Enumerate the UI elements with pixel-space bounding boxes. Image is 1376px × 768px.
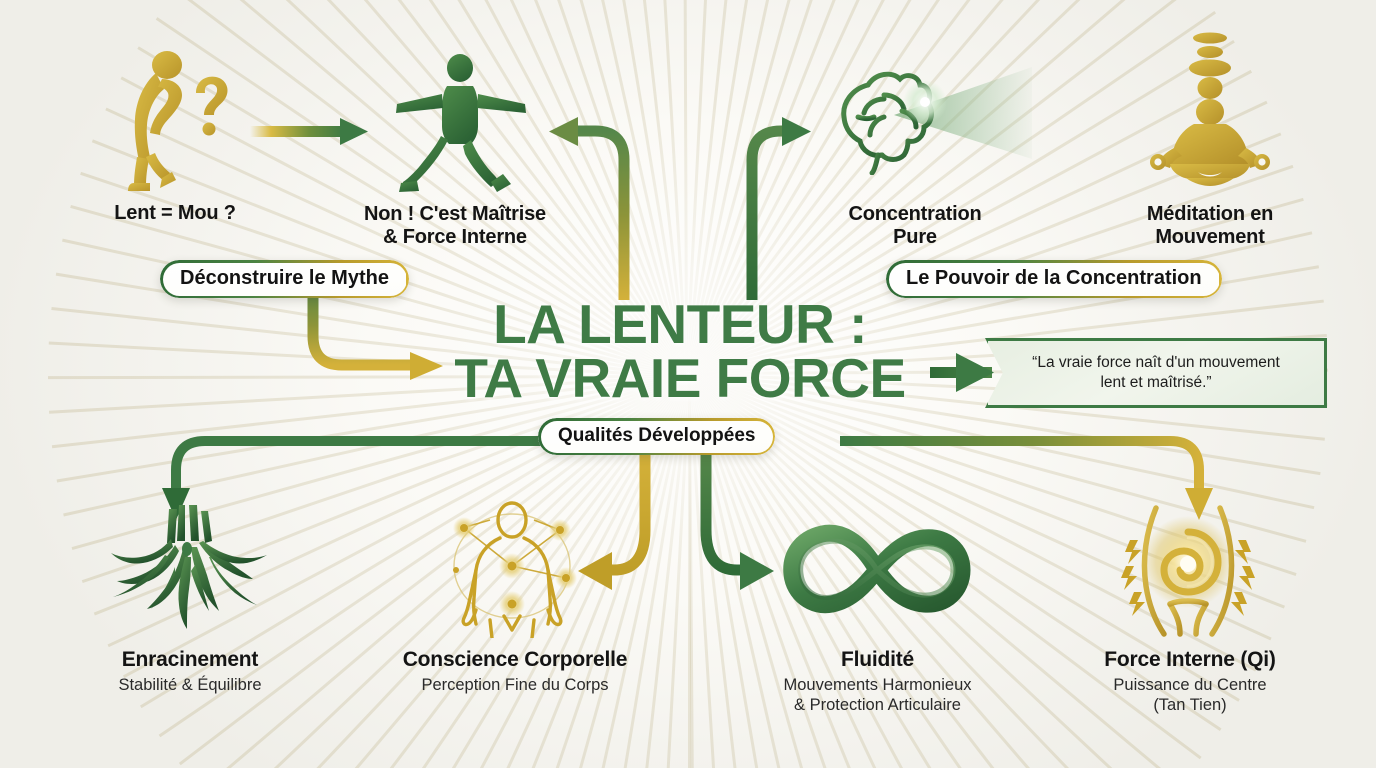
quality-force-interne: Force Interne (Qi) Puissance du Centre (…: [1050, 648, 1330, 716]
page-title: LA LENTEUR : TA VRAIE FORCE: [400, 293, 960, 410]
quality-fluidite: Fluidité Mouvements Harmonieux & Protect…: [715, 648, 1040, 716]
warrior-pose-icon: [385, 50, 535, 195]
quality-fluidite-sub-line2: & Protection Articulaire: [794, 696, 961, 715]
quality-force-interne-label: Force Interne (Qi): [1104, 648, 1276, 671]
pill-qualites-developpees[interactable]: Qualités Développées: [538, 418, 776, 455]
meditation-stacked-stones-icon: [1140, 28, 1280, 188]
pill-pouvoir-label: Le Pouvoir de la Concentration: [906, 267, 1202, 289]
quality-enracinement-sub-line1: Stabilité & Équilibre: [118, 676, 262, 695]
quality-force-interne-sub-line2: (Tan Tien): [1153, 696, 1227, 715]
brain-focus-beam-icon: [832, 55, 1052, 176]
stooped-old-man-icon: [110, 45, 240, 195]
node-concentration-label-line2: Pure: [893, 226, 937, 249]
pill-deconstruire-label: Déconstruire le Mythe: [180, 267, 389, 289]
node-meditation-label-line2: Mouvement: [1155, 226, 1265, 249]
node-meditation-label-line1: Méditation en: [1146, 203, 1274, 225]
node-concentration-label-line1: Concentration: [848, 203, 982, 225]
pill-qualites-label: Qualités Développées: [558, 425, 756, 446]
page-title-line1: LA LENTEUR :: [493, 293, 867, 355]
infinity-ribbon-icon: [782, 520, 972, 620]
quality-force-interne-sub-line1: Puissance du Centre: [1113, 676, 1267, 695]
pill-le-pouvoir-de-la-concentration[interactable]: Le Pouvoir de la Concentration: [886, 260, 1222, 298]
node-maitrise-label-line1: Non ! C'est Maîtrise: [364, 203, 546, 225]
page-title-line2: TA VRAIE FORCE: [454, 347, 906, 410]
quality-conscience-label: Conscience Corporelle: [402, 648, 628, 671]
quote-text: “La vraie force naît d'un mouvement lent…: [1032, 353, 1280, 391]
quote-ribbon: “La vraie force naît d'un mouvement lent…: [985, 338, 1327, 408]
tree-roots-icon: [105, 505, 280, 630]
node-lent-mou-label: Lent = Mou ?: [114, 202, 236, 224]
quality-conscience-corporelle: Conscience Corporelle Perception Fine du…: [360, 648, 670, 695]
pill-deconstruire-le-mythe[interactable]: Déconstruire le Mythe: [160, 260, 409, 298]
node-maitrise: Non ! C'est Maîtrise & Force Interne: [330, 203, 580, 249]
body-awareness-nodes-icon: [430, 498, 595, 640]
quality-fluidite-label: Fluidité: [840, 648, 915, 671]
node-lent-mou: Lent = Mou ?: [60, 202, 290, 225]
quality-fluidite-sub-line1: Mouvements Harmonieux: [783, 676, 972, 695]
node-maitrise-label-line2: & Force Interne: [383, 226, 527, 249]
quality-enracinement-label: Enracinement: [121, 648, 259, 671]
dantian-spiral-icon: [1108, 500, 1268, 640]
node-concentration: Concentration Pure: [810, 203, 1020, 249]
quality-enracinement: Enracinement Stabilité & Équilibre: [40, 648, 340, 695]
quality-conscience-sub-line1: Perception Fine du Corps: [421, 676, 609, 695]
node-meditation: Méditation en Mouvement: [1095, 203, 1325, 249]
